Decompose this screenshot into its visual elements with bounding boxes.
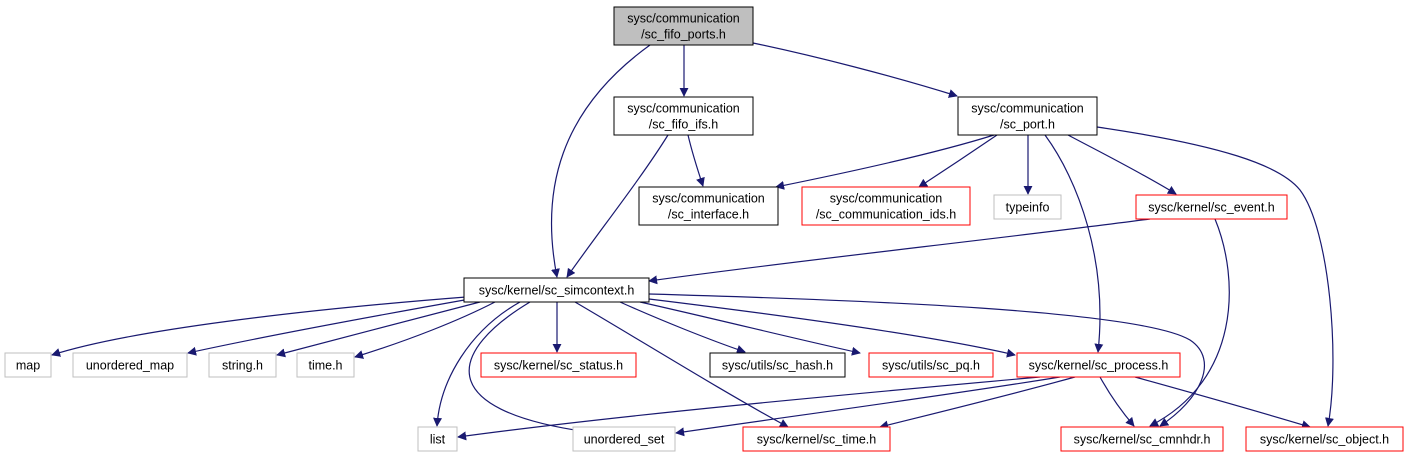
node-sc-simcontext[interactable]: sysc/kernel/sc_simcontext.h: [463, 277, 650, 303]
node-label: sysc/utils/sc_hash.h: [722, 359, 833, 373]
node-sc-hash[interactable]: sysc/utils/sc_hash.h: [709, 352, 846, 378]
node-box: [1135, 194, 1288, 220]
edge-sc-simcontext-to-unordered-set: [468, 301, 589, 436]
node-label: sysc/kernel/sc_cmnhdr.h: [1074, 433, 1211, 447]
edge-sc-process-to-sc-time: [879, 376, 1076, 430]
node-box: [613, 6, 754, 46]
node-label: sysc/communication: [627, 12, 740, 26]
node-sc-process[interactable]: sysc/kernel/sc_process.h: [1016, 352, 1181, 378]
node-sc-object[interactable]: sysc/kernel/sc_object.h: [1245, 426, 1404, 452]
node-label: sysc/communication: [627, 102, 740, 116]
edge-sc-fifo-ports-to-sc-simcontext: [550, 44, 651, 278]
node-time-h: time.h: [296, 352, 355, 378]
node-label: string.h: [222, 359, 263, 373]
node-box: [638, 186, 779, 226]
edges-layer: [51, 42, 1334, 441]
node-sc-fifo-ifs[interactable]: sysc/communication/sc_fifo_ifs.h: [613, 96, 754, 136]
node-box: [72, 352, 188, 378]
node-label: sysc/kernel/sc_simcontext.h: [479, 284, 635, 298]
node-box: [417, 426, 458, 452]
node-box: [480, 352, 637, 378]
node-label: sysc/communication: [830, 192, 943, 206]
node-label: /sc_communication_ids.h: [816, 208, 956, 222]
edge-sc-simcontext-to-list: [433, 301, 521, 427]
node-box: [957, 96, 1098, 136]
edge-sc-port-to-sc-process: [1044, 134, 1104, 353]
edge-sc-process-to-list: [457, 376, 1041, 441]
node-list: list: [417, 426, 458, 452]
node-box: [801, 186, 971, 226]
node-label: /sc_interface.h: [668, 208, 749, 222]
edge-sc-process-to-unordered-set: [675, 376, 1061, 437]
node-label: time.h: [308, 359, 342, 373]
edge-sc-simcontext-to-sc-time: [574, 301, 789, 428]
edge-sc-fifo-ifs-to-sc-interface: [687, 134, 705, 187]
edge-sc-fifo-ports-to-sc-port: [752, 42, 958, 98]
edge-sc-port-to-sc-object: [1096, 126, 1334, 427]
node-box: [613, 96, 754, 136]
node-label: sysc/kernel/sc_event.h: [1148, 201, 1274, 215]
edge-sc-simcontext-to-sc-cmnhdr: [648, 293, 1206, 427]
edge-sc-simcontext-to-time-h: [354, 301, 496, 359]
edge-sc-process-to-sc-cmnhdr: [1099, 376, 1135, 427]
node-sc-port[interactable]: sysc/communication/sc_port.h: [957, 96, 1098, 136]
node-sc-communication-ids[interactable]: sysc/communication/sc_communication_ids.…: [801, 186, 971, 226]
node-label: list: [430, 433, 446, 447]
edge-sc-simcontext-to-sc-process: [648, 298, 1016, 358]
node-box: [572, 426, 676, 452]
edge-sc-simcontext-to-map: [51, 296, 467, 357]
node-box: [742, 426, 891, 452]
node-label: map: [16, 359, 40, 373]
node-label: sysc/communication: [971, 102, 1084, 116]
node-box: [1016, 352, 1181, 378]
node-sc-pq[interactable]: sysc/utils/sc_pq.h: [868, 352, 994, 378]
node-sc-fifo-ports[interactable]: sysc/communication/sc_fifo_ports.h: [613, 6, 754, 46]
node-unordered-map: unordered_map: [72, 352, 188, 378]
node-box: [1245, 426, 1404, 452]
edge-sc-simcontext-to-sc-pq: [639, 301, 861, 356]
edge-sc-port-to-sc-communication-ids: [918, 134, 998, 188]
node-label: sysc/utils/sc_pq.h: [882, 359, 980, 373]
edge-sc-fifo-ifs-to-sc-simcontext: [566, 134, 669, 278]
node-sc-status[interactable]: sysc/kernel/sc_status.h: [480, 352, 637, 378]
node-box: [463, 277, 650, 303]
node-map: map: [4, 352, 52, 378]
edge-sc-simcontext-to-unordered-map: [187, 298, 471, 356]
node-sc-event[interactable]: sysc/kernel/sc_event.h: [1135, 194, 1288, 220]
node-label: typeinfo: [1006, 201, 1050, 215]
node-box: [868, 352, 994, 378]
node-label: sysc/communication: [652, 192, 765, 206]
node-label: sysc/kernel/sc_time.h: [757, 433, 877, 447]
nodes-layer: sysc/communication/sc_fifo_ports.hsysc/c…: [4, 6, 1404, 452]
node-box: [208, 352, 277, 378]
node-box: [993, 194, 1062, 220]
edge-sc-simcontext-to-sc-hash: [619, 301, 746, 354]
edge-sc-event-to-sc-cmnhdr: [1149, 218, 1230, 427]
node-sc-time[interactable]: sysc/kernel/sc_time.h: [742, 426, 891, 452]
node-string-h: string.h: [208, 352, 277, 378]
edge-sc-port-to-sc-event: [1067, 134, 1177, 195]
edge-sc-port-to-sc-interface: [775, 134, 995, 190]
node-unordered-set: unordered_set: [572, 426, 676, 452]
edge-sc-simcontext-to-string-h: [276, 301, 481, 358]
node-label: /sc_fifo_ports.h: [641, 28, 726, 42]
node-label: sysc/kernel/sc_process.h: [1029, 359, 1169, 373]
edge-sc-event-to-sc-simcontext: [648, 218, 1151, 285]
node-label: unordered_map: [86, 359, 174, 373]
node-typeinfo: typeinfo: [993, 194, 1062, 220]
node-box: [296, 352, 355, 378]
node-box: [709, 352, 846, 378]
node-label: /sc_port.h: [1000, 118, 1055, 132]
node-box: [4, 352, 52, 378]
node-box: [1060, 426, 1224, 452]
node-label: unordered_set: [584, 433, 665, 447]
edge-sc-process-to-sc-object: [1134, 376, 1311, 429]
node-label: sysc/kernel/sc_object.h: [1260, 433, 1389, 447]
node-label: /sc_fifo_ifs.h: [649, 118, 719, 132]
node-sc-cmnhdr[interactable]: sysc/kernel/sc_cmnhdr.h: [1060, 426, 1224, 452]
node-label: sysc/kernel/sc_status.h: [494, 359, 623, 373]
node-sc-interface[interactable]: sysc/communication/sc_interface.h: [638, 186, 779, 226]
